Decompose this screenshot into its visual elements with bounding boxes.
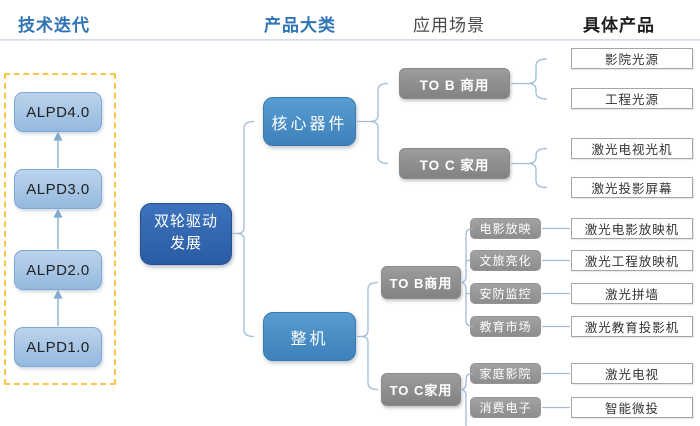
product-node: 激光工程放映机 [571,250,693,271]
scenario-node: 安防监控 [470,283,541,304]
category-node-machine: 整机 [263,312,356,361]
scenario-node: 消费电子 [470,397,541,418]
brace-core-tob [511,58,548,100]
header-underline [0,39,700,41]
product-node: 工程光源 [571,88,693,109]
product-node: 激光电视 [571,363,693,384]
product-node: 激光投影屏幕 [571,177,693,198]
column-header-category: 产品大类 [264,16,336,35]
brace-machine [357,281,379,391]
product-node: 激光拼墙 [571,283,693,304]
scenario-node: 家庭影院 [470,363,541,384]
brace-machine-tob [459,227,474,328]
product-node: 激光电视光机 [571,138,693,159]
segment-node-core-toc: TO C 家用 [399,148,510,179]
brace-core [357,82,389,165]
segment-node-machine-toc: TO C家用 [381,373,461,406]
brace-root [232,120,255,338]
tech-iteration-frame [4,73,116,385]
alpd-node: ALPD4.0 [14,92,102,132]
product-node: 智能微投 [571,397,693,418]
product-node: 影院光源 [571,48,693,69]
column-header-tech: 技术迭代 [18,16,90,35]
product-node: 激光教育投影机 [571,316,693,337]
scenario-node: 教育市场 [470,316,541,337]
alpd-node: ALPD3.0 [14,169,102,209]
scenario-node: 电影放映 [470,218,541,239]
scenario-node: 文旅亮化 [470,250,541,271]
category-node-core: 核心器件 [263,97,356,146]
column-header-product: 具体产品 [583,16,655,35]
product-node: 激光电影放映机 [571,218,693,239]
root-node: 双轮驱动 发展 [140,203,232,265]
segment-node-machine-tob: TO B商用 [381,266,461,299]
brace-core-toc [511,147,548,189]
segment-node-core-tob: TO B 商用 [399,68,510,99]
alpd-node: ALPD1.0 [14,327,102,367]
column-header-scenario: 应用场景 [413,16,485,35]
alpd-node: ALPD2.0 [14,250,102,290]
